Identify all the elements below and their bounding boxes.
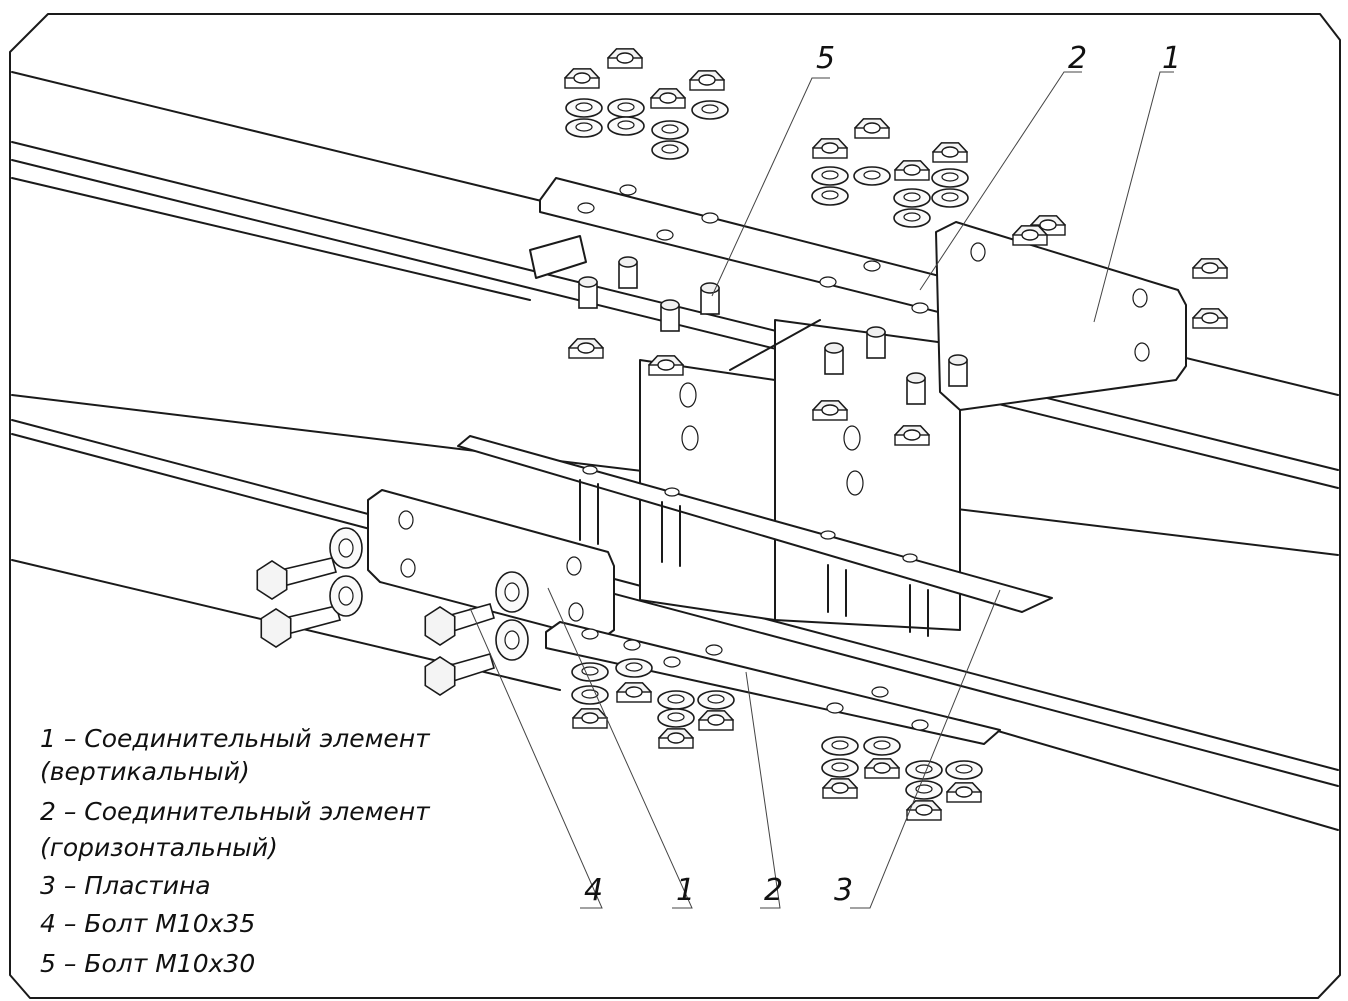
- bolt-stud: [660, 299, 680, 332]
- washer: [811, 166, 849, 186]
- hex-nut: [567, 338, 605, 359]
- vertical-post: [639, 319, 961, 631]
- legend-line-6: 4 – Болт М10х35: [40, 909, 255, 938]
- tube-opening: [529, 235, 587, 279]
- leader-lines: [469, 71, 1174, 909]
- parts-legend: 1 – Соединительный элемент (вертикальный…: [40, 724, 431, 978]
- washer: [651, 120, 689, 140]
- washer: [931, 168, 969, 188]
- hex-nut: [649, 88, 687, 109]
- washer: [571, 685, 609, 705]
- lower-vertical-plate: [367, 489, 615, 641]
- washer: [565, 118, 603, 138]
- washer: [893, 208, 931, 228]
- bolt-stud: [700, 282, 720, 315]
- hex-nut: [811, 138, 849, 159]
- strip-plate: [457, 435, 1053, 637]
- bolt-stud: [948, 354, 968, 387]
- hex-nut: [945, 782, 983, 803]
- legend-line-3: 2 – Соединительный элемент: [40, 797, 431, 826]
- legend-line-4: (горизонтальный): [40, 833, 278, 862]
- callout-5: 5: [816, 41, 835, 76]
- washer: [571, 662, 609, 682]
- callouts-bottom: 4 1 2 3: [584, 873, 853, 908]
- lower-bolts: [256, 527, 529, 696]
- callout-1-top: 1: [1162, 41, 1181, 76]
- washer: [607, 98, 645, 118]
- hex-nut: [563, 68, 601, 89]
- hex-nut: [697, 710, 735, 731]
- upper-vertical-plate: [935, 221, 1187, 411]
- hex-nut: [657, 728, 695, 749]
- washer: [657, 690, 695, 710]
- callout-1-bottom: 1: [676, 873, 695, 908]
- bolt-m10: [256, 557, 337, 600]
- hex-nut: [853, 118, 891, 139]
- washer: [893, 188, 931, 208]
- washer: [821, 758, 859, 778]
- washer: [615, 658, 653, 678]
- callout-3: 3: [834, 873, 853, 908]
- washer: [329, 527, 363, 569]
- hex-nut: [905, 800, 943, 821]
- washer: [821, 736, 859, 756]
- drawing-frame: [9, 13, 1341, 999]
- washer: [495, 571, 529, 613]
- hex-nut: [688, 70, 726, 91]
- bolt-m10: [424, 603, 495, 646]
- washer: [329, 575, 363, 617]
- bolt-stud: [578, 276, 598, 309]
- hex-nut: [647, 355, 685, 376]
- washer: [863, 736, 901, 756]
- callout-4: 4: [584, 873, 603, 908]
- washer: [697, 690, 735, 710]
- washer: [811, 186, 849, 206]
- bolt-stud: [618, 256, 638, 289]
- washer: [945, 760, 983, 780]
- hex-nut: [571, 708, 609, 729]
- bolt-m10: [260, 605, 341, 648]
- legend-line-1: 1 – Соединительный элемент: [40, 724, 431, 753]
- washer: [495, 619, 529, 661]
- washer: [657, 708, 695, 728]
- bolt-m10: [424, 653, 495, 696]
- legend-line-5: 3 – Пластина: [40, 871, 211, 900]
- washer: [905, 780, 943, 800]
- legend-line-7: 5 – Болт М10х30: [40, 949, 255, 978]
- hardware-clusters: [563, 48, 1229, 821]
- bolt-stud: [824, 342, 844, 375]
- bolt-stud: [906, 372, 926, 405]
- legend-line-2: (вертикальный): [40, 757, 250, 786]
- hex-nut: [811, 400, 849, 421]
- hex-nut: [931, 142, 969, 163]
- lower-horizontal-plate: [545, 621, 1001, 745]
- bolt-stud: [866, 326, 886, 359]
- hex-nut: [1011, 225, 1049, 246]
- washer: [565, 98, 603, 118]
- hex-nut: [1191, 308, 1229, 329]
- upper-bolts: [567, 256, 968, 446]
- callouts-top: 5 2 1: [816, 41, 1181, 76]
- hex-nut: [615, 682, 653, 703]
- callout-2-top: 2: [1068, 41, 1087, 76]
- hex-nut: [606, 48, 644, 69]
- callout-2-bottom: 2: [764, 873, 783, 908]
- hex-nut: [893, 425, 931, 446]
- hex-nut: [893, 160, 931, 181]
- washer: [691, 100, 729, 120]
- hex-nut: [863, 758, 901, 779]
- washer: [607, 116, 645, 136]
- washer: [931, 188, 969, 208]
- hex-nut: [1191, 258, 1229, 279]
- hex-nut: [821, 778, 859, 799]
- washer: [651, 140, 689, 160]
- washer: [853, 166, 891, 186]
